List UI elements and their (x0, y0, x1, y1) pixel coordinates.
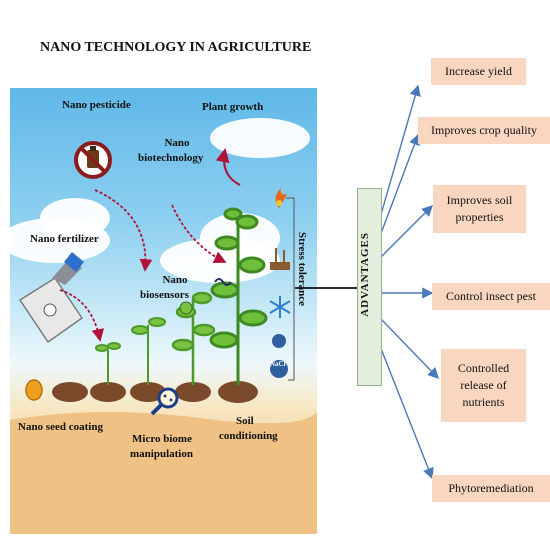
label-nano-biotechnology-1: Nano (164, 137, 190, 149)
fire-icon (275, 188, 287, 208)
advantage-nutrient-release: Controlled release of nutrients (441, 349, 526, 422)
label-micro-biome-1: Micro biome (132, 433, 192, 445)
magnifier-icon (150, 387, 179, 416)
stress-bracket (286, 197, 295, 381)
label-plant-growth: Plant growth (202, 101, 264, 113)
no-pesticide-icon (74, 141, 112, 179)
drought-icon (270, 248, 290, 270)
label-soil-conditioning-1: Soil (236, 415, 254, 427)
salt-icon (270, 334, 288, 378)
young-plant-icon (171, 291, 216, 385)
label-stress-tolerance: Stress tolerance (296, 232, 308, 307)
curve-arrow (215, 148, 241, 186)
soil-mound (218, 381, 258, 403)
curve-arrow (94, 189, 153, 272)
label-nano-biosensors-2: biosensors (140, 289, 189, 301)
advantages-label: ADVANTAGES (359, 232, 371, 317)
label-nano-seed-coating: Nano seed coating (18, 421, 103, 433)
label-salt: NaCl (270, 360, 286, 368)
advantage-crop-quality: Improves crop quality (418, 117, 550, 144)
label-nano-biotechnology-2: biotechnology (138, 152, 204, 164)
label-nano-fertilizer: Nano fertilizer (30, 233, 99, 245)
soil-mound (130, 382, 166, 402)
curve-arrow (59, 289, 105, 342)
page-title: NANO TECHNOLOGY IN AGRICULTURE (40, 40, 312, 55)
frost-icon (269, 296, 291, 318)
soil-mound (90, 382, 126, 402)
fertilizer-bag-icon (18, 252, 84, 344)
advantages-bar (357, 188, 382, 386)
advantage-insect-pest: Control insect pest (432, 283, 550, 310)
label-nano-biosensors-1: Nano (162, 274, 188, 286)
biosensor-icon (179, 278, 232, 315)
mature-plant-icon (209, 207, 268, 385)
label-nano-pesticide: Nano pesticide (62, 99, 131, 111)
label-soil-conditioning-2: conditioning (219, 430, 278, 442)
advantage-increase-yield: Increase yield (431, 58, 526, 85)
seed-icon (25, 379, 43, 401)
seedling-icon (131, 317, 166, 385)
sprout-icon (95, 342, 121, 385)
advantage-arrows (379, 84, 439, 480)
advantage-soil-properties: Improves soil properties (433, 185, 526, 233)
cloud (40, 198, 110, 238)
soil-mound (52, 382, 88, 402)
soil-mound (175, 382, 211, 402)
advantage-phytoremediation: Phytoremediation (432, 475, 550, 502)
label-micro-biome-2: manipulation (130, 448, 193, 460)
curve-arrow (171, 204, 227, 263)
ground (10, 411, 317, 534)
